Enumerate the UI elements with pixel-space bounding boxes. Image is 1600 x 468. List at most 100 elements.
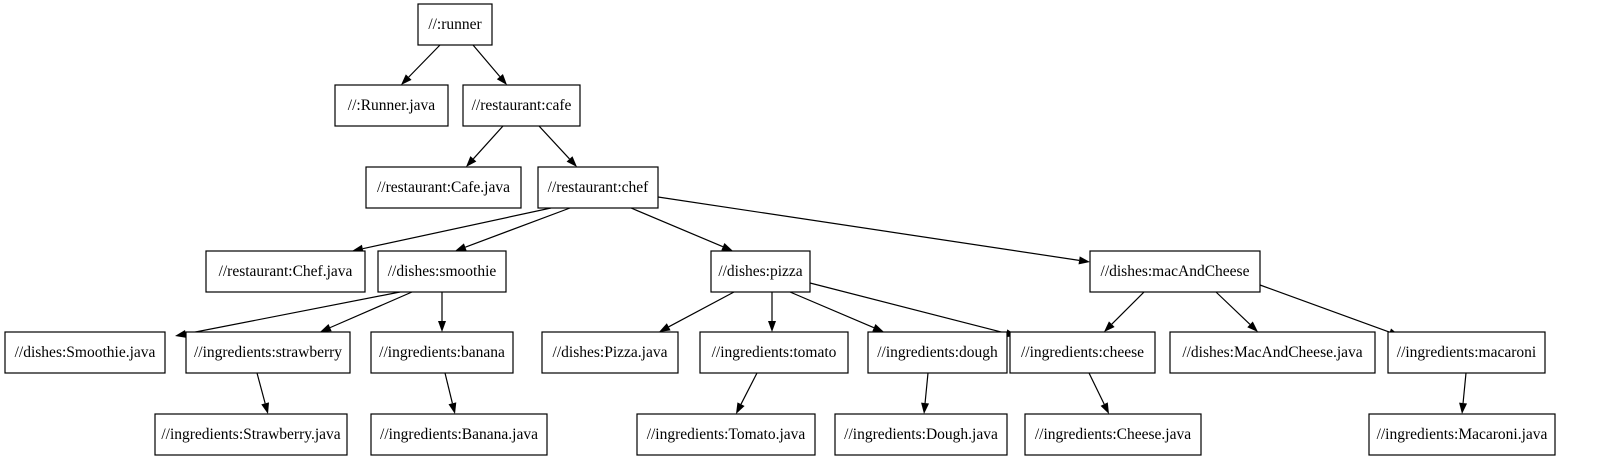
node-box[interactable]: [377, 250, 507, 293]
node-box[interactable]: [699, 331, 849, 374]
graph-node-ing_cheese[interactable]: //ingredients:cheese: [1009, 331, 1156, 374]
node-label: //dishes:smoothie: [388, 263, 497, 280]
graph-node-ing_banana[interactable]: //ingredients:banana: [370, 331, 514, 374]
edge-line: [185, 291, 401, 335]
graph-edge: [444, 372, 457, 414]
node-label: //dishes:macAndCheese: [1101, 263, 1250, 280]
graph-edge: [630, 207, 733, 251]
edge-line: [472, 44, 501, 78]
node-box[interactable]: [462, 84, 581, 127]
graph-edge: [320, 291, 413, 332]
graph-node-dishes_pizza[interactable]: //dishes:pizza: [710, 250, 811, 293]
edge-arrowhead: [1459, 402, 1468, 414]
node-label: //:Runner.java: [348, 97, 436, 114]
node-box[interactable]: [834, 413, 1008, 456]
node-box[interactable]: [154, 413, 348, 456]
edge-arrowhead: [566, 156, 577, 167]
edge-line: [362, 207, 552, 250]
edge-arrowhead: [1100, 402, 1109, 414]
node-label: //dishes:Smoothie.java: [15, 344, 156, 361]
edge-arrowhead: [921, 402, 930, 414]
node-box[interactable]: [1368, 413, 1556, 456]
node-box[interactable]: [1387, 331, 1546, 374]
graph-node-ing_strawberry[interactable]: //ingredients:strawberry: [185, 331, 351, 374]
node-label: //ingredients:tomato: [712, 344, 837, 361]
node-box[interactable]: [370, 413, 548, 456]
edges-layer: [175, 44, 1468, 414]
graph-node-pizza_java[interactable]: //dishes:Pizza.java: [541, 331, 679, 374]
graph-node-cheese_java[interactable]: //ingredients:Cheese.java: [1024, 413, 1202, 456]
graph-node-runner_java[interactable]: //:Runner.java: [334, 84, 449, 127]
edge-arrowhead: [438, 321, 446, 332]
graph-node-ing_macaroni[interactable]: //ingredients:macaroni: [1387, 331, 1546, 374]
node-box[interactable]: [365, 166, 522, 209]
graph-node-runner[interactable]: //:runner: [417, 3, 493, 46]
edge-arrowhead: [1247, 321, 1258, 332]
graph-edge: [921, 372, 930, 414]
graph-node-restaurant_chef[interactable]: //restaurant:chef: [537, 166, 659, 209]
edge-arrowhead: [466, 156, 477, 167]
graph-node-dishes_macandchee[interactable]: //dishes:macAndCheese: [1089, 250, 1261, 293]
node-label: //dishes:pizza: [718, 263, 802, 280]
edge-line: [789, 291, 875, 329]
graph-node-chef_java[interactable]: //restaurant:Chef.java: [205, 250, 366, 293]
edge-line: [924, 372, 929, 404]
graph-node-ing_dough[interactable]: //ingredients:dough: [867, 331, 1008, 374]
graph-node-strawberry_java[interactable]: //ingredients:Strawberry.java: [154, 413, 348, 456]
graph-node-banana_java[interactable]: //ingredients:Banana.java: [370, 413, 548, 456]
graph-node-dishes_smoothie[interactable]: //dishes:smoothie: [377, 250, 507, 293]
edge-arrowhead: [1078, 256, 1090, 265]
node-box[interactable]: [1169, 331, 1376, 374]
graph-node-macaroni_java[interactable]: //ingredients:Macaroni.java: [1368, 413, 1556, 456]
edge-arrowhead: [1104, 321, 1115, 332]
node-label: //restaurant:cafe: [472, 97, 572, 114]
node-label: //ingredients:Strawberry.java: [161, 426, 340, 443]
edge-arrowhead: [401, 74, 412, 85]
node-label: //ingredients:Tomato.java: [647, 426, 806, 443]
node-box[interactable]: [417, 3, 493, 46]
edge-arrowhead: [872, 324, 884, 332]
edge-line: [472, 125, 504, 160]
edge-arrowhead: [496, 74, 507, 85]
node-box[interactable]: [185, 331, 351, 374]
node-box[interactable]: [541, 331, 679, 374]
node-box[interactable]: [537, 166, 659, 209]
edge-arrowhead: [659, 323, 671, 332]
graph-node-tomato_java[interactable]: //ingredients:Tomato.java: [636, 413, 816, 456]
node-label: //ingredients:cheese: [1021, 344, 1144, 361]
node-box[interactable]: [4, 331, 166, 374]
graph-edge: [352, 207, 552, 253]
node-box[interactable]: [636, 413, 816, 456]
graph-node-smoothie_java[interactable]: //dishes:Smoothie.java: [4, 331, 166, 374]
node-label: //ingredients:banana: [379, 344, 505, 361]
node-box[interactable]: [205, 250, 366, 293]
graph-node-dough_java[interactable]: //ingredients:Dough.java: [834, 413, 1008, 456]
graph-node-cafe_java[interactable]: //restaurant:Cafe.java: [365, 166, 522, 209]
node-label: //ingredients:Macaroni.java: [1377, 426, 1548, 443]
node-box[interactable]: [1009, 331, 1156, 374]
edge-arrowhead: [448, 402, 457, 414]
graph-edge: [1104, 291, 1145, 332]
graph-edge: [1215, 291, 1258, 332]
graph-edge: [401, 44, 441, 85]
node-box[interactable]: [1024, 413, 1202, 456]
edge-line: [657, 196, 1080, 261]
node-box[interactable]: [1089, 250, 1261, 293]
edge-line: [329, 291, 413, 329]
graph-edge: [538, 125, 577, 167]
node-box[interactable]: [710, 250, 811, 293]
node-box[interactable]: [867, 331, 1008, 374]
graph-node-restaurant_cafe[interactable]: //restaurant:cafe: [462, 84, 581, 127]
node-label: //restaurant:Chef.java: [219, 263, 353, 280]
node-label: //ingredients:dough: [877, 344, 998, 361]
graph-node-macandcheese_java[interactable]: //dishes:MacAndCheese.java: [1169, 331, 1376, 374]
graph-edge: [455, 207, 571, 251]
node-box[interactable]: [370, 331, 514, 374]
graph-node-ing_tomato[interactable]: //ingredients:tomato: [699, 331, 849, 374]
node-box[interactable]: [334, 84, 449, 127]
graph-edge: [736, 372, 758, 414]
nodes-layer: //:runner //:Runner.java //restaurant:cafe…: [4, 3, 1556, 456]
edge-line: [1462, 372, 1467, 404]
